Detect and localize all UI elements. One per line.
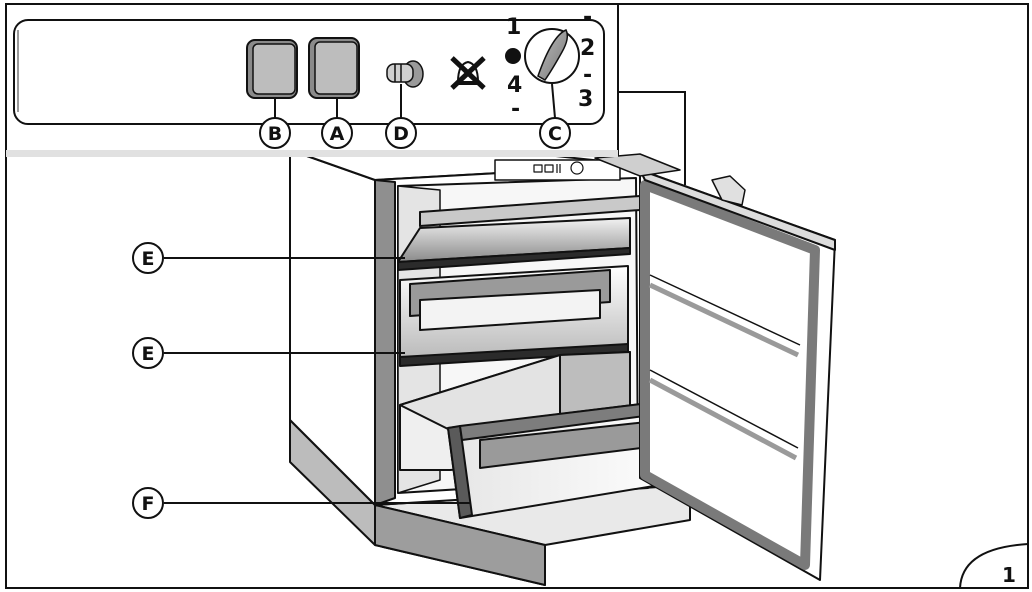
callout-e-drawer: E [132, 337, 164, 369]
thermostat-knob-icon [524, 28, 580, 84]
crossed-bell-icon [450, 56, 486, 90]
callout-b: B [259, 117, 291, 149]
callout-c: C [539, 117, 571, 149]
button-a [308, 37, 360, 99]
dial-number-1: 1 [506, 15, 521, 40]
hinge [594, 153, 681, 177]
dial-number-2: 2 [580, 36, 595, 61]
svg-text:A: A [330, 123, 345, 145]
rocker-switch-icon [252, 43, 296, 95]
svg-text:F: F [142, 493, 155, 515]
dial-tick: - [583, 63, 592, 88]
svg-text:D: D [393, 123, 409, 145]
callout-a: A [321, 117, 353, 149]
panel-connector [618, 91, 686, 185]
button-b [246, 39, 298, 99]
dial-number-4: 4 [507, 73, 522, 98]
callout-f: F [132, 487, 164, 519]
leader-lines [164, 83, 556, 504]
dial-number-3: 3 [578, 87, 593, 112]
callout-e-shelf: E [132, 242, 164, 274]
control-panel-inset: 1 2 4 3 - - - [5, 3, 619, 157]
callout-d: D [385, 117, 417, 149]
svg-text:B: B [268, 123, 282, 145]
figure-number-tab: 1 [959, 543, 1029, 589]
svg-text:C: C [548, 123, 562, 145]
cabinet-front-edge [374, 179, 396, 506]
svg-text:E: E [142, 343, 155, 365]
figure-number: 1 [1002, 563, 1016, 587]
fridge-illustration [289, 149, 836, 586]
rocker-switch-icon [314, 41, 358, 95]
indicator-dot-icon [505, 48, 521, 64]
door-bars [648, 274, 801, 461]
dial-tick: - [583, 5, 592, 30]
dial-tick: - [511, 97, 520, 122]
door-gasket [640, 180, 820, 570]
light-bulb-icon [386, 60, 424, 88]
svg-text:E: E [142, 248, 155, 270]
